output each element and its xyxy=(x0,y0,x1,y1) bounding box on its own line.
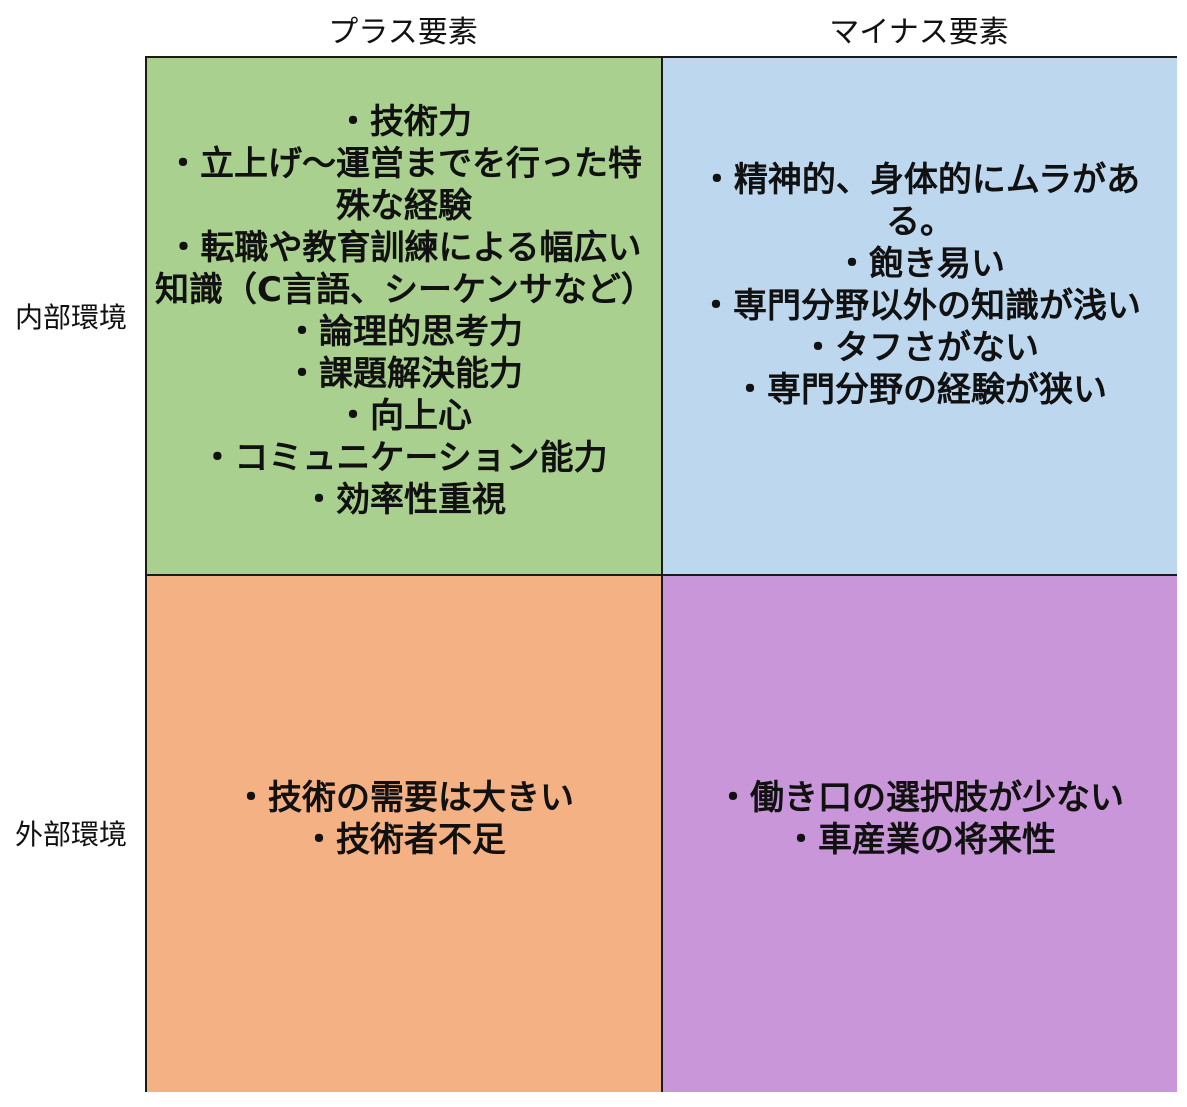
row-header-internal: 内部環境 xyxy=(14,301,127,334)
quadrant-weaknesses: ・精神的、身体的にムラがある。 ・飽き易い ・専門分野以外の知識が浅い ・タフさ… xyxy=(663,58,1177,576)
list-item: ・技術の需要は大きい xyxy=(234,778,574,818)
list-item: ・効率性重視 xyxy=(302,480,506,520)
column-header-plus: プラス要素 xyxy=(328,15,478,50)
list-item: ・向上心 xyxy=(336,396,472,436)
list-item: ・専門分野以外の知識が浅い xyxy=(699,286,1141,326)
opportunities-list: ・技術の需要は大きい ・技術者不足 xyxy=(234,777,574,861)
list-item: ・車産業の将来性 xyxy=(784,820,1056,860)
list-item: ・課題解決能力 xyxy=(285,354,523,394)
list-item: ・論理的思考力 xyxy=(285,312,523,352)
strengths-list: ・技術力 ・立上げ～運営までを行った特殊な経験 ・転職や教育訓練による幅広い知識… xyxy=(155,101,655,521)
list-item: ・立上げ～運営までを行った特殊な経験 xyxy=(166,144,642,226)
list-item: ・飽き易い xyxy=(835,244,1005,284)
quadrant-strengths: ・技術力 ・立上げ～運営までを行った特殊な経験 ・転職や教育訓練による幅広い知識… xyxy=(147,58,663,576)
row-header-external: 外部環境 xyxy=(14,818,127,851)
list-item: ・転職や教育訓練による幅広い知識（C言語、シーケンサなど） xyxy=(155,228,655,310)
list-item: ・技術者不足 xyxy=(302,820,506,860)
swot-grid: ・技術力 ・立上げ～運営までを行った特殊な経験 ・転職や教育訓練による幅広い知識… xyxy=(145,56,1177,1092)
list-item: ・技術力 xyxy=(336,102,472,142)
list-item: ・精神的、身体的にムラがある。 xyxy=(699,160,1141,242)
list-item: ・タフさがない xyxy=(801,328,1039,368)
column-header-minus: マイナス要素 xyxy=(829,15,1009,50)
list-item: ・コミュニケーション能力 xyxy=(200,438,608,478)
threats-list: ・働き口の選択肢が少ない ・車産業の将来性 xyxy=(716,777,1124,861)
quadrant-threats: ・働き口の選択肢が少ない ・車産業の将来性 xyxy=(663,576,1177,1092)
weaknesses-list: ・精神的、身体的にムラがある。 ・飽き易い ・専門分野以外の知識が浅い ・タフさ… xyxy=(671,159,1169,411)
list-item: ・専門分野の経験が狭い xyxy=(733,370,1107,410)
quadrant-opportunities: ・技術の需要は大きい ・技術者不足 xyxy=(147,576,663,1092)
list-item: ・働き口の選択肢が少ない xyxy=(716,778,1124,818)
